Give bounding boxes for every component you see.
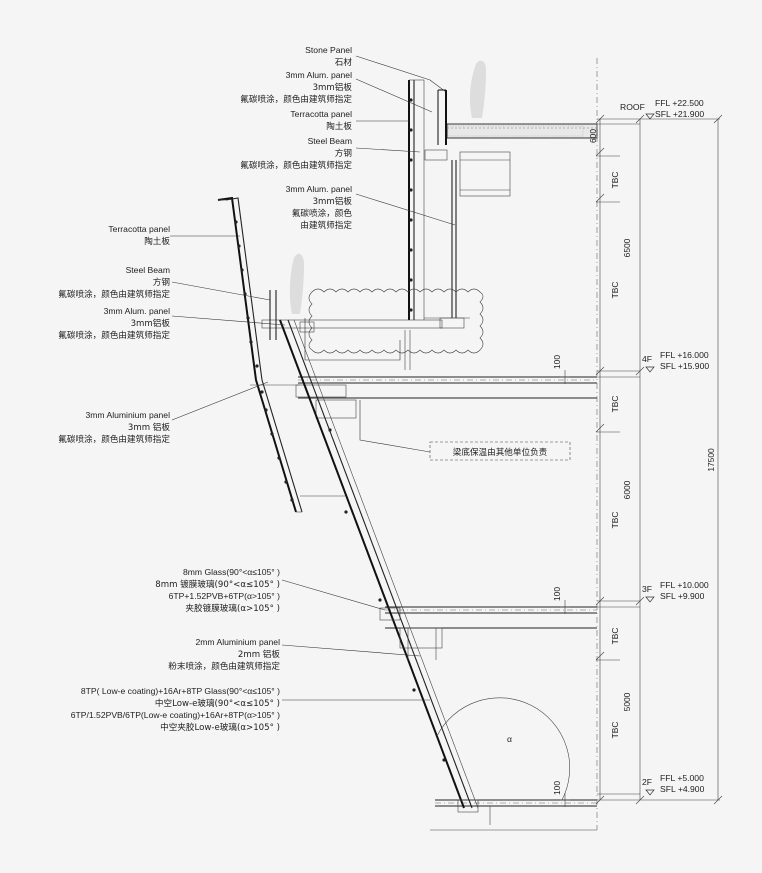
level-markers (645, 113, 655, 796)
steel-beam-top-cn1: 方钢 (335, 147, 352, 159)
sloped-glazing (279, 319, 597, 831)
3f-ffl: FFL +10.000 (660, 580, 709, 590)
steel-beam-left-cn1: 方钢 (153, 276, 170, 288)
steel-beam-left-label: Steel Beam (126, 265, 170, 275)
roof-sfl: SFL +21.900 (655, 109, 704, 119)
2f-sfl: SFL +4.900 (660, 784, 705, 794)
4f-slab-edge (261, 290, 443, 419)
3f-level-name: 3F (642, 584, 652, 594)
leader-lines (170, 55, 456, 701)
aluminium-panel-3mm-cn1: 3mm 铝板 (128, 421, 171, 433)
alum-panel-mid-label: 3mm Alum. panel (286, 184, 352, 194)
terracotta-top-cn: 陶土板 (326, 120, 352, 132)
terracotta-left-cn: 陶土板 (144, 235, 170, 247)
alum-panel-left-cn1: 3mm铝板 (131, 317, 171, 329)
dim-100-2f: 100 (552, 781, 562, 795)
glass-8mm-l2: 8mm 镀膜玻璃(90°<α≤105° ) (155, 578, 280, 590)
aluminium-panel-3mm-label: 3mm Aluminium panel (85, 410, 170, 420)
steel-beam-top-cn2: 氟碳喷涂，颜色由建筑师指定 (240, 159, 352, 171)
alum-panel-mid-cn1: 3mm铝板 (313, 195, 353, 207)
glass-8mm-l1: 8mm Glass(90°<α≤105° ) (183, 567, 280, 577)
alum-panel-top-cn2: 氟碳喷涂，颜色由建筑师指定 (240, 93, 352, 105)
dim-6500: 6500 (622, 238, 632, 257)
glass-8mm-l4: 夹胶镀膜玻璃(α>105° ) (185, 602, 280, 614)
roof-ffl: FFL +22.500 (655, 98, 704, 108)
upper-facade (404, 60, 584, 370)
roof-slab (446, 118, 640, 139)
2f-ffl: FFL +5.000 (660, 773, 704, 783)
dimension-column (560, 114, 723, 807)
4f-level-name: 4F (642, 354, 652, 364)
terracotta-top-label: Terracotta panel (290, 109, 352, 119)
dim-6000: 6000 (622, 480, 632, 499)
dim-100-3f: 100 (552, 587, 562, 601)
lowe-glass-l3: 6TP/1.52PVB/6TP(Low-e coating)+16Ar+8TP(… (71, 710, 280, 720)
aluminium-panel-2mm-label: 2mm Aluminium panel (195, 637, 280, 647)
aluminium-panel-2mm-cn1: 2mm 铝板 (238, 648, 281, 660)
2f-level-name: 2F (642, 777, 652, 787)
4f-sfl: SFL +15.900 (660, 361, 709, 371)
lowe-glass-l2: 中空Low-e玻璃(90°<α≤105° ) (155, 697, 280, 709)
dim-5000: 5000 (622, 692, 632, 711)
dim-tbc-6: TBC (610, 722, 620, 739)
alum-panel-top-cn1: 3mm铝板 (313, 81, 353, 93)
4f-ffl: FFL +16.000 (660, 350, 709, 360)
alum-panel-top-label: 3mm Alum. panel (286, 70, 352, 80)
steel-beam-left-cn2: 氟碳喷涂，颜色由建筑师指定 (58, 288, 170, 300)
alpha-label: α (507, 734, 512, 744)
steel-beam-top-label: Steel Beam (308, 136, 352, 146)
dim-17500: 17500 (706, 448, 716, 472)
3f-sfl: SFL +9.900 (660, 591, 705, 601)
lowe-glass-l1: 8TP( Low-e coating)+16Ar+8TP Glass(90°<α… (81, 686, 280, 696)
4f-slab (298, 370, 640, 399)
dim-100-4f: 100 (552, 355, 562, 369)
stone-panel-label: Stone Panel (305, 45, 352, 55)
inclined-terracotta-panel (217, 196, 345, 513)
aluminium-panel-2mm-cn2: 粉末喷涂，颜色由建筑师指定 (168, 660, 280, 672)
insulation-cloud (308, 288, 484, 354)
aluminium-panel-3mm-cn2: 氟碳喷涂，颜色由建筑师指定 (58, 433, 170, 445)
dim-600: 600 (588, 129, 598, 143)
alum-panel-mid-cn2: 氟碳喷涂，颜色 (292, 207, 353, 219)
dim-tbc-1: TBC (610, 172, 620, 189)
insulation-note-box (429, 441, 571, 461)
alum-panel-left-cn2: 氟碳喷涂，颜色由建筑师指定 (58, 329, 170, 341)
dim-tbc-5: TBC (610, 628, 620, 645)
3f-slab (385, 600, 640, 629)
glass-8mm-l3: 6TP+1.52PVB+6TP(α>105° ) (169, 591, 280, 601)
terracotta-left-label: Terracotta panel (108, 224, 170, 234)
lowe-glass-l4: 中空夹胶Low-e玻璃(α>105° ) (160, 721, 280, 733)
insulation-note: 梁底保温由其他单位负责 (453, 446, 548, 458)
dim-tbc-3: TBC (610, 396, 620, 413)
dim-tbc-4: TBC (610, 512, 620, 529)
alum-panel-mid-cn3: 由建筑师指定 (300, 219, 352, 231)
human-figure-4f (289, 253, 304, 314)
stone-panel-label-cn: 石材 (335, 56, 353, 68)
alum-panel-left-label: 3mm Alum. panel (104, 306, 170, 316)
dim-tbc-2: TBC (610, 282, 620, 299)
roof-level-name: ROOF (620, 102, 645, 112)
